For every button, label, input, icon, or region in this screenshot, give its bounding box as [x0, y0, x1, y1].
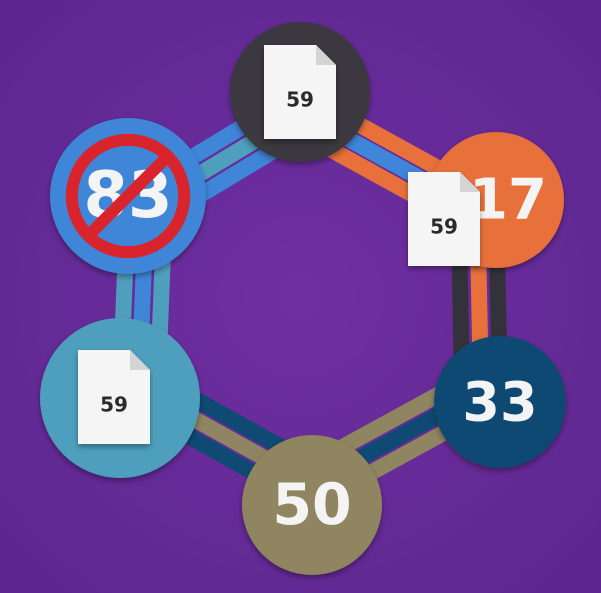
file-icon-label: 59	[286, 88, 314, 112]
node-number: 33	[462, 371, 537, 434]
file-icon-label: 59	[100, 393, 128, 417]
node-circle	[242, 435, 382, 575]
node-top: 59	[230, 22, 370, 162]
prohibited-icon	[65, 133, 191, 259]
node-number: 17	[469, 168, 547, 233]
node-upper-left: 83	[50, 118, 206, 274]
file-icon-label: 59	[430, 215, 458, 239]
node-lower-left: 59	[40, 318, 200, 478]
node-number: 50	[272, 472, 351, 538]
node-lower-right: 33	[434, 336, 566, 468]
file-icon: 59	[78, 350, 150, 444]
file-icon: 59	[408, 172, 480, 266]
node-bottom: 50	[242, 435, 382, 575]
node-circles: 59175933505983	[40, 22, 566, 575]
node-circle	[434, 336, 566, 468]
file-icon: 59	[264, 45, 336, 139]
